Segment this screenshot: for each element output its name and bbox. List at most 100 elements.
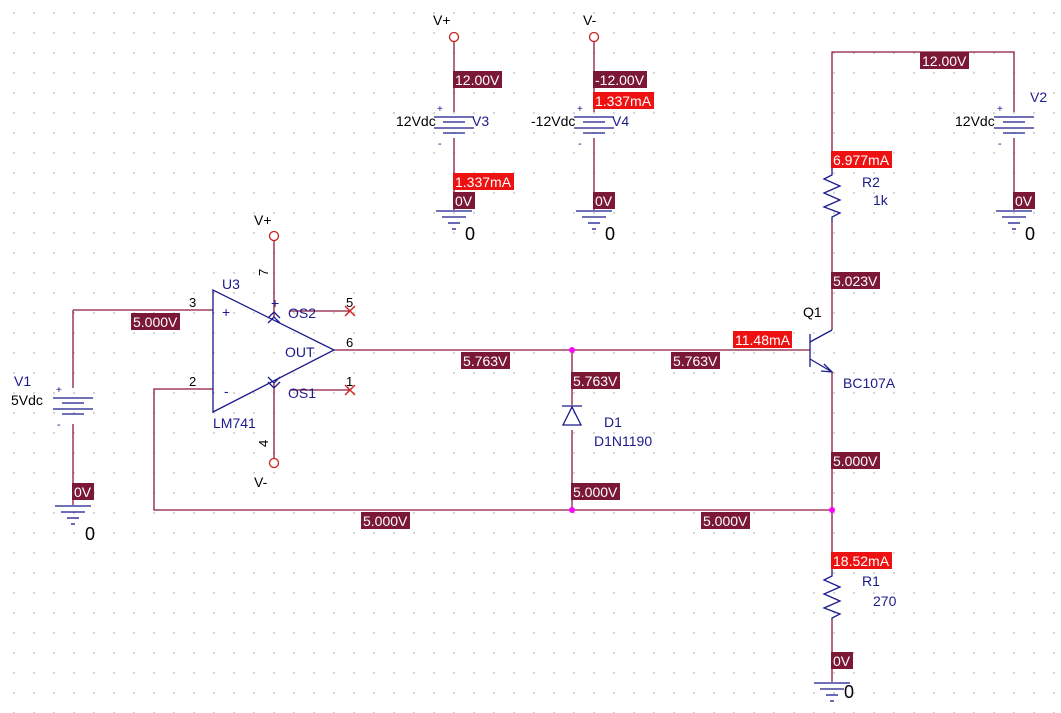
svg-text:11.48mA: 11.48mA bbox=[735, 332, 791, 348]
svg-text:5.763V: 5.763V bbox=[673, 353, 718, 369]
ground-v3-label: 0 bbox=[465, 224, 475, 244]
v4-rail-label: V- bbox=[583, 12, 597, 28]
ground-r1-label: 0 bbox=[844, 682, 854, 702]
os2-arrow-icon bbox=[267, 311, 281, 324]
probe-collector[interactable]: 5.023V bbox=[831, 272, 880, 289]
v3-rail-terminal-icon[interactable] bbox=[448, 31, 460, 43]
probe-feedback-right[interactable]: 5.000V bbox=[701, 512, 750, 529]
probe-feedback-left[interactable]: 5.000V bbox=[361, 512, 410, 529]
v4-plus-mark: + bbox=[577, 104, 583, 115]
v2-value: 12Vdc bbox=[955, 113, 995, 129]
diode-d1[interactable]: D1 D1N1190 bbox=[561, 405, 652, 449]
probe-base-node[interactable]: 5.763V bbox=[671, 352, 720, 369]
r2-ref: R2 bbox=[862, 174, 880, 190]
resistor-r1[interactable]: R1 270 bbox=[822, 570, 897, 620]
source-v4[interactable]: + - V- -12Vdc V4 bbox=[531, 12, 629, 150]
q1-emitter-lead bbox=[809, 358, 833, 373]
probe-v2-top[interactable]: 12.00V bbox=[920, 52, 969, 69]
grounds: 0 0 0 0 0 bbox=[55, 210, 1035, 702]
svg-text:12.00V: 12.00V bbox=[922, 53, 967, 69]
v4-ref: V4 bbox=[612, 113, 629, 129]
probe-base-current[interactable]: 11.48mA bbox=[733, 331, 792, 348]
pin-number-noninv: 3 bbox=[189, 295, 196, 310]
r1-ref: R1 bbox=[862, 573, 880, 589]
svg-text:5.023V: 5.023V bbox=[833, 273, 878, 289]
pin-number-os2: 5 bbox=[346, 295, 353, 310]
transistor-q1[interactable]: Q1 BC107A bbox=[803, 304, 896, 391]
pin-number-vminus: 4 bbox=[256, 440, 271, 447]
junctions bbox=[569, 347, 835, 513]
d1-triangle-icon bbox=[561, 405, 583, 426]
v2-plus-mark: + bbox=[997, 104, 1003, 115]
pin-number-vplus: 7 bbox=[256, 269, 271, 276]
svg-text:5.000V: 5.000V bbox=[133, 314, 178, 330]
probe-diode-cathode[interactable]: 5.000V bbox=[571, 483, 620, 500]
pin-number-os1: 1 bbox=[346, 374, 353, 389]
junction-emitter bbox=[829, 507, 835, 513]
probe-emitter[interactable]: 5.000V bbox=[831, 452, 880, 469]
svg-text:6.977mA: 6.977mA bbox=[833, 152, 890, 168]
v1-plus-mark: + bbox=[56, 385, 62, 396]
svg-text:0V: 0V bbox=[455, 193, 473, 209]
pin-number-out: 6 bbox=[346, 335, 353, 350]
probe-v3-top[interactable]: 12.00V bbox=[453, 71, 502, 88]
probe-v3-current[interactable]: 1.337mA bbox=[453, 173, 514, 190]
source-v2[interactable]: + - V2 12Vdc bbox=[955, 89, 1047, 150]
ground-r1-icon: 0 bbox=[814, 682, 854, 702]
probe-v4-gnd[interactable]: 0V bbox=[593, 192, 615, 209]
source-v3[interactable]: + - V+ 12Vdc V3 bbox=[396, 12, 489, 150]
svg-text:0V: 0V bbox=[595, 193, 613, 209]
v3-plus-mark: + bbox=[437, 104, 443, 115]
wire-feedback[interactable] bbox=[153, 388, 832, 511]
svg-text:5.000V: 5.000V bbox=[573, 484, 618, 500]
svg-text:18.52mA: 18.52mA bbox=[833, 553, 890, 569]
opamp-u3[interactable]: + - OUT OS2 OS1 + U3 LM741 3 2 6 5 1 7 4… bbox=[189, 212, 356, 490]
svg-text:5.000V: 5.000V bbox=[363, 513, 408, 529]
v1-ref: V1 bbox=[14, 373, 31, 389]
probe-diode-anode[interactable]: 5.763V bbox=[571, 372, 620, 389]
svg-text:5.000V: 5.000V bbox=[833, 453, 878, 469]
opamp-plus-sign: + bbox=[222, 304, 230, 320]
v4-rail-terminal-icon[interactable] bbox=[588, 31, 600, 43]
resistor-r2[interactable]: R2 1k bbox=[822, 168, 889, 222]
probe-opamp-out[interactable]: 5.763V bbox=[461, 352, 510, 369]
probe-r1-current[interactable]: 18.52mA bbox=[831, 552, 892, 569]
r2-value: 1k bbox=[873, 192, 889, 208]
opamp-minus-sign: - bbox=[224, 383, 229, 399]
probe-v4-top[interactable]: -12.00V bbox=[593, 71, 647, 88]
probe-v2-gnd[interactable]: 0V bbox=[1013, 192, 1035, 209]
svg-text:0V: 0V bbox=[74, 484, 92, 500]
probe-v4-current[interactable]: 1.337mA bbox=[593, 92, 654, 109]
q1-part: BC107A bbox=[843, 375, 896, 391]
probe-noninv-in[interactable]: 5.000V bbox=[131, 313, 180, 330]
probe-v1-gnd[interactable]: 0V bbox=[72, 483, 94, 500]
source-v1[interactable]: + - V1 5Vdc bbox=[11, 373, 93, 431]
v3-rail-label: V+ bbox=[433, 12, 451, 28]
opamp-os1-label: OS1 bbox=[288, 385, 316, 401]
probe-v3-gnd[interactable]: 0V bbox=[453, 192, 475, 209]
v1-minus-mark: - bbox=[57, 419, 61, 431]
v4-value: -12Vdc bbox=[531, 113, 575, 129]
svg-text:5.763V: 5.763V bbox=[573, 373, 618, 389]
r1-value: 270 bbox=[873, 593, 897, 609]
v3-value: 12Vdc bbox=[396, 113, 436, 129]
d1-ref: D1 bbox=[604, 414, 622, 430]
v4-minus-mark: - bbox=[578, 138, 582, 150]
v3-minus-mark: - bbox=[438, 138, 442, 150]
ground-v4-label: 0 bbox=[605, 224, 615, 244]
v2-minus-mark: - bbox=[998, 138, 1002, 150]
probe-tags: 12.00V 1.337mA 0V -12.00V 1.337mA 0V 12.… bbox=[72, 52, 1035, 669]
q1-ref: Q1 bbox=[803, 304, 822, 320]
opamp-vminus-terminal-icon[interactable] bbox=[268, 457, 280, 469]
opamp-vplus-terminal-icon[interactable] bbox=[268, 230, 280, 242]
ground-v1-icon: 0 bbox=[55, 505, 95, 544]
probe-r2-current[interactable]: 6.977mA bbox=[831, 151, 892, 168]
svg-text:-12.00V: -12.00V bbox=[595, 72, 645, 88]
os1-arrow-icon bbox=[267, 376, 281, 389]
wire-v2-top bbox=[831, 51, 1015, 168]
opamp-rail-top-label: V+ bbox=[254, 212, 272, 228]
svg-text:5.763V: 5.763V bbox=[463, 353, 508, 369]
probe-r1-gnd[interactable]: 0V bbox=[831, 652, 853, 669]
q1-collector-lead bbox=[809, 329, 833, 343]
